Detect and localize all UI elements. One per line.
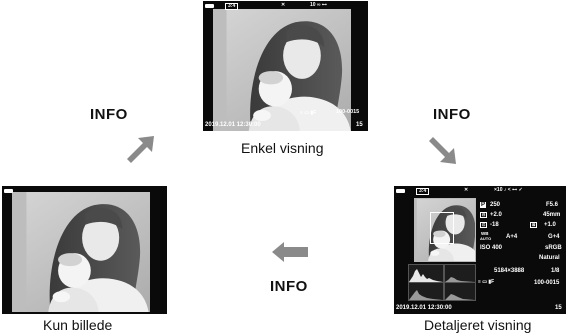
color-space: sRGB [545,245,562,251]
simple-view-screen: 3:4 ✕ 10 ∞ ⊷ ≡ ▭ ▮F 100-0015 2019.12.01 … [203,1,368,131]
mode-badge: 3:4 [225,3,239,10]
wb-auto: AUTO [480,236,492,241]
arrow-down-right-icon [425,133,459,167]
battery-icon [4,189,13,193]
detailed-view-screen: 3:4 ✕ ×10 ♪ < ⊷ ✓ P 250 F5.6 ⊟ +2.0 45mm… [394,186,566,314]
file-number: 100-0015 [534,280,560,286]
datetime: 2019.12.01 12:30:00 [396,305,452,311]
caption-detailed-view: Detaljeret visning [424,317,532,333]
battery-icon [205,4,214,8]
image-size: 5184×3888 [494,268,525,274]
info-label-bottom-middle: INFO [270,278,308,295]
flash-comp-icon: ⊡ [480,222,488,228]
af-frame [430,212,454,244]
shutter-speed-icon: P [480,202,487,208]
status-icons-bottom: ≡ ▭ ▮F [478,279,495,285]
wb-label: WB [481,231,489,236]
wb-shift: G+4 [548,234,560,240]
protect-icon: ✕ [281,2,286,8]
wb-value: A+4 [506,234,518,240]
status-icons-top: 10 ∞ ⊷ [310,2,327,8]
caption-image-only: Kun billede [43,317,113,333]
image-only-photo [12,192,150,312]
compression: 1/8 [551,268,560,274]
arrow-up-right-icon [123,133,157,167]
aperture: F5.6 [546,202,559,208]
simple-view-photo [213,9,351,131]
flash-comp-right: +1.0 [544,222,556,228]
histogram-red [444,264,476,283]
frame-number: 15 [356,122,363,128]
file-number: 100-0015 [336,109,360,115]
flash-comp-right-icon: ⊠ [530,222,538,228]
datetime: 2019.12.01 12:30:00 [205,122,261,128]
exposure-comp-icon: ⊟ [480,212,488,218]
status-icons-bottom: ≡ ▭ ▮F [300,110,317,116]
flash-comp-left: -18 [490,222,499,228]
mode-badge: 3:4 [416,188,430,195]
info-label-top-right: INFO [433,106,471,123]
status-icons-top: ×10 ♪ < ⊷ ✓ [494,187,523,193]
histogram-luminance [408,264,444,283]
focal-length: 45mm [543,212,561,218]
image-only-screen [2,186,167,314]
histogram-blue [444,282,476,301]
caption-simple-view: Enkel visning [241,140,324,156]
shutter-speed: 250 [490,202,501,208]
picture-mode: Natural [539,255,560,261]
battery-icon [396,189,405,193]
iso: ISO 400 [480,245,503,251]
detailed-view-photo [414,198,476,262]
protect-icon: ✕ [464,187,469,193]
info-label-top-left: INFO [90,106,128,123]
frame-number: 15 [555,305,562,311]
arrow-left-icon [270,240,310,264]
histogram-green [408,282,444,301]
exposure-comp: +2.0 [490,212,502,218]
